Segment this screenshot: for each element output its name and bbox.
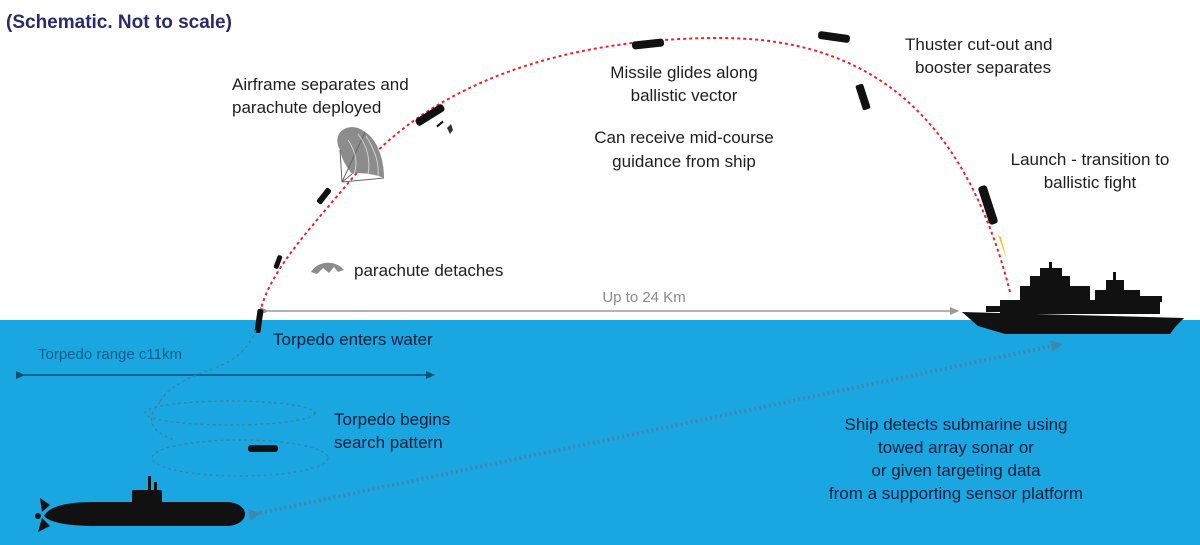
missile-icon (273, 31, 1007, 269)
svg-text:Torpedo begins: Torpedo begins (334, 410, 450, 429)
svg-text:search pattern: search pattern (334, 433, 443, 452)
sonar-link-line (247, 340, 1063, 522)
label-parachute-detaches: parachute detaches (354, 261, 503, 280)
label-midcourse: Can receive mid-course guidance from shi… (594, 128, 774, 171)
svg-text:parachute deployed: parachute deployed (232, 98, 381, 117)
svg-text:Airframe separates and: Airframe separates and (232, 75, 409, 94)
label-airframe: Airframe separates and parachute deploye… (232, 75, 409, 117)
parachute-icon (337, 127, 385, 183)
label-thruster: Thuster cut-out and booster separates (905, 35, 1052, 77)
svg-text:Can receive mid-course: Can receive mid-course (594, 128, 774, 147)
torpedo-icon (254, 308, 264, 334)
svg-text:Missile glides along: Missile glides along (610, 63, 757, 82)
submarine-icon (35, 476, 245, 532)
search-torpedo-icon (248, 445, 278, 452)
label-launch: Launch - transition to ballistic fight (1011, 150, 1170, 192)
torpedo-range-label: Torpedo range c11km (38, 346, 182, 363)
svg-text:or given targeting data: or given targeting data (871, 461, 1041, 480)
svg-text:Launch - transition to: Launch - transition to (1011, 150, 1170, 169)
label-glides: Missile glides along ballistic vector (610, 63, 757, 105)
range-label: Up to 24 Km (602, 289, 685, 306)
svg-text:guidance from ship: guidance from ship (612, 152, 756, 171)
svg-text:Thuster cut-out and: Thuster cut-out and (905, 35, 1052, 54)
svg-text:ballistic fight: ballistic fight (1044, 173, 1137, 192)
svg-text:ballistic vector: ballistic vector (631, 86, 738, 105)
detached-parachute-icon (311, 262, 344, 274)
svg-text:Ship detects submarine using: Ship detects submarine using (844, 415, 1067, 434)
ship-icon (962, 262, 1184, 334)
label-detect: Ship detects submarine using towed array… (829, 415, 1083, 503)
svg-text:towed array sonar or: towed array sonar or (878, 438, 1034, 457)
label-torpedo-enters: Torpedo enters water (273, 330, 433, 349)
svg-text:from a supporting sensor platf: from a supporting sensor platform (829, 484, 1083, 503)
diagram-title: (Schematic. Not to scale) (6, 12, 232, 33)
svg-text:booster separates: booster separates (915, 58, 1051, 77)
